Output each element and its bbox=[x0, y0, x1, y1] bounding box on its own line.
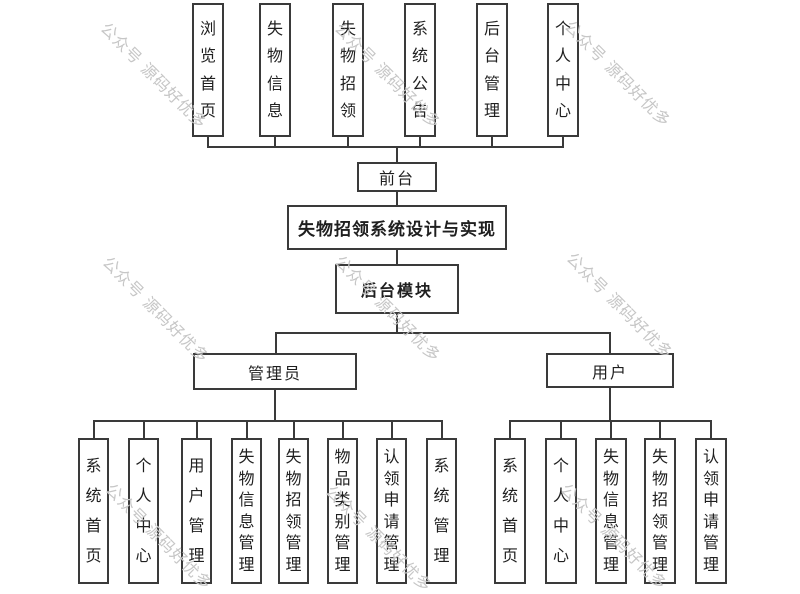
user-module-node: 认领申请管理 bbox=[695, 438, 727, 584]
admin-module-label: 系统管理 bbox=[433, 456, 450, 565]
admin-module-node: 系统管理 bbox=[426, 438, 457, 584]
connector-line bbox=[196, 420, 198, 438]
front-module-label: 后台管理 bbox=[483, 18, 500, 121]
admin-module-node: 个人中心 bbox=[128, 438, 159, 584]
connector-line bbox=[710, 420, 712, 438]
connector-line bbox=[396, 314, 398, 332]
connector-line bbox=[207, 146, 564, 148]
connector-line bbox=[274, 390, 276, 420]
admin-module-node: 物品类别管理 bbox=[327, 438, 358, 584]
connector-line bbox=[560, 420, 562, 438]
connector-line bbox=[491, 137, 493, 146]
connector-line bbox=[93, 420, 95, 438]
connector-line bbox=[419, 137, 421, 146]
connector-line bbox=[659, 420, 661, 438]
admin-module-label: 用户管理 bbox=[188, 456, 205, 565]
admin-module-label: 物品类别管理 bbox=[334, 447, 351, 574]
user-module-label: 系统首页 bbox=[501, 456, 518, 565]
connector-line bbox=[347, 137, 349, 146]
front-module-label: 失物招领 bbox=[339, 18, 356, 121]
admin-module-label: 系统首页 bbox=[85, 456, 102, 565]
front-module-label: 个人中心 bbox=[554, 18, 571, 121]
connector-line bbox=[275, 332, 277, 353]
admin-module-node: 用户管理 bbox=[181, 438, 212, 584]
admin-module-label: 失物信息管理 bbox=[238, 447, 255, 574]
user-module-node: 失物信息管理 bbox=[595, 438, 627, 584]
admin-module-label: 认领申请管理 bbox=[383, 447, 400, 574]
front-node: 前台 bbox=[357, 162, 437, 192]
front-module-node: 失物招领 bbox=[332, 3, 364, 137]
user-module-node: 个人中心 bbox=[545, 438, 577, 584]
connector-line bbox=[143, 420, 145, 438]
connector-line bbox=[609, 388, 611, 420]
connector-line bbox=[396, 192, 398, 205]
admin-node-label: 管理员 bbox=[247, 363, 302, 383]
admin-module-label: 个人中心 bbox=[135, 456, 152, 565]
front-module-label: 系统公告 bbox=[411, 18, 428, 121]
user-module-node: 系统首页 bbox=[494, 438, 526, 584]
user-module-label: 失物招领管理 bbox=[651, 447, 668, 574]
front-module-node: 个人中心 bbox=[547, 3, 579, 137]
connector-line bbox=[609, 332, 611, 353]
system-title-label: 失物招领系统设计与实现 bbox=[298, 220, 496, 240]
front-module-node: 系统公告 bbox=[404, 3, 436, 137]
connector-line bbox=[293, 420, 295, 438]
user-module-label: 失物信息管理 bbox=[602, 447, 619, 574]
front-module-label: 浏览首页 bbox=[199, 18, 216, 121]
backend-node: 后台模块 bbox=[335, 264, 459, 314]
system-title-node: 失物招领系统设计与实现 bbox=[287, 205, 507, 250]
admin-node: 管理员 bbox=[193, 353, 357, 390]
front-module-node: 失物信息 bbox=[259, 3, 291, 137]
front-module-node: 后台管理 bbox=[476, 3, 508, 137]
connector-line bbox=[391, 420, 393, 438]
watermark-text: 公众号 源码好优多 bbox=[562, 248, 677, 363]
user-module-label: 个人中心 bbox=[552, 456, 569, 565]
connector-line bbox=[396, 250, 398, 264]
connector-line bbox=[509, 420, 511, 438]
connector-line bbox=[274, 137, 276, 146]
connector-line bbox=[342, 420, 344, 438]
connector-line bbox=[396, 146, 398, 162]
backend-node-label: 后台模块 bbox=[360, 281, 433, 300]
front-node-label: 前台 bbox=[378, 169, 415, 188]
admin-module-node: 系统首页 bbox=[78, 438, 109, 584]
connector-line bbox=[93, 420, 443, 422]
admin-module-node: 认领申请管理 bbox=[376, 438, 407, 584]
user-node: 用户 bbox=[546, 353, 674, 388]
connector-line bbox=[275, 332, 611, 334]
connector-line bbox=[562, 137, 564, 146]
connector-line bbox=[207, 137, 209, 146]
user-module-label: 认领申请管理 bbox=[702, 447, 719, 574]
admin-module-label: 失物招领管理 bbox=[285, 447, 302, 574]
admin-module-node: 失物招领管理 bbox=[278, 438, 309, 584]
user-node-label: 用户 bbox=[591, 362, 628, 382]
front-module-node: 浏览首页 bbox=[192, 3, 224, 137]
front-module-label: 失物信息 bbox=[266, 18, 283, 121]
connector-line bbox=[610, 420, 612, 438]
connector-line bbox=[246, 420, 248, 438]
watermark-text: 公众号 源码好优多 bbox=[98, 252, 213, 367]
connector-line bbox=[441, 420, 443, 438]
user-module-node: 失物招领管理 bbox=[644, 438, 676, 584]
admin-module-node: 失物信息管理 bbox=[231, 438, 262, 584]
